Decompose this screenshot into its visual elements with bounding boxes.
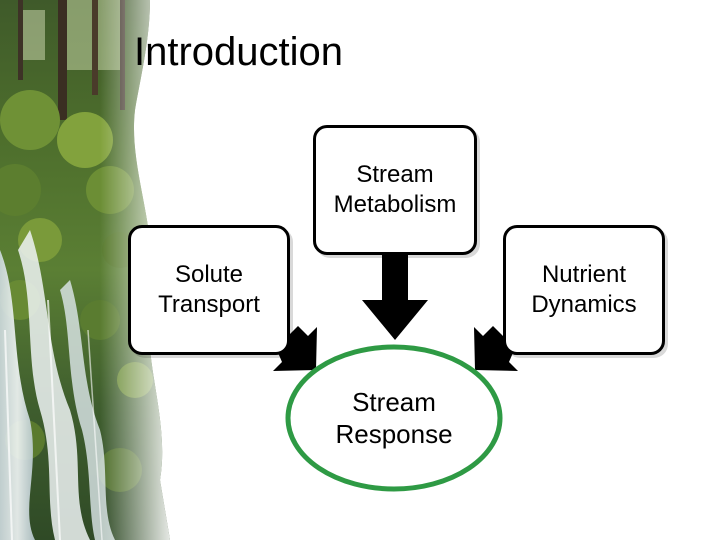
- node-stream-metabolism: Stream Metabolism: [313, 125, 477, 255]
- node-solute-transport-line1: Solute: [174, 261, 244, 288]
- node-stream-response-line1: Stream: [352, 386, 436, 417]
- slide-title: Introduction: [134, 30, 344, 74]
- node-nutrient-dynamics: Nutrient Dynamics: [503, 225, 665, 355]
- node-solute-transport: Solute Transport: [128, 225, 290, 355]
- node-stream-metabolism-line2: Metabolism: [333, 191, 457, 218]
- node-nutrient-dynamics-line2: Dynamics: [531, 291, 637, 318]
- node-stream-metabolism-line1: Stream: [356, 161, 434, 188]
- arrow-transport-to-response: [273, 326, 317, 371]
- node-nutrient-dynamics-line1: Nutrient: [541, 261, 627, 288]
- stream-response-ellipse: [285, 344, 503, 492]
- arrow-nutrient-to-response: [474, 326, 518, 371]
- node-solute-transport-line2: Transport: [158, 291, 260, 318]
- node-stream-response: Stream Response: [286, 346, 502, 491]
- node-stream-response-line2: Response: [335, 418, 453, 449]
- arrow-metabolism-to-response: [362, 255, 428, 340]
